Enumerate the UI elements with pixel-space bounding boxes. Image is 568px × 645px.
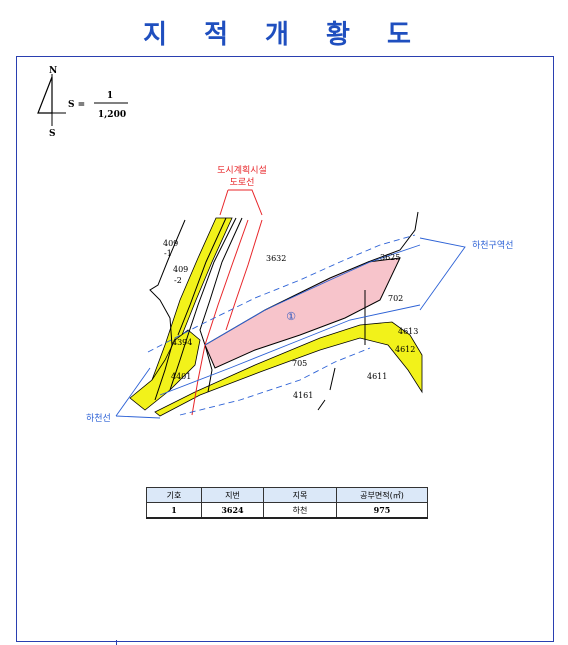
parcel-boundaries [149, 211, 419, 411]
road-boundary-lines [191, 189, 263, 416]
cell-land-category: 하천 [263, 502, 337, 519]
river-line-label: 하천선 [86, 413, 111, 424]
table-row: 1 3624 하천 975 [146, 502, 428, 519]
cell-lot-number: 3624 [201, 502, 264, 519]
north-arrow: N S [37, 66, 66, 139]
parcel-label: 4613 [398, 327, 418, 336]
river-band-lower [154, 321, 423, 417]
cell-area: 975 [336, 502, 428, 519]
parcel-label: 409 [163, 239, 178, 248]
parcel-1-area [204, 257, 401, 369]
table-header-row: 기호 지번 지목 공부면적(㎡) [146, 487, 428, 503]
river-zone-lines [115, 234, 466, 419]
scale-indicator: S = 1 1,200 [68, 91, 128, 120]
parcel-label: 3625 [380, 253, 400, 262]
page-title: 지 적 개 황 도 [143, 20, 425, 50]
col-header: 지번 [201, 487, 264, 503]
scale-numerator: 1 [107, 91, 113, 101]
drawing-frame [16, 56, 554, 642]
parcel-label: 4401 [171, 372, 191, 381]
col-header: 기호 [146, 487, 202, 503]
col-header: 공부면적(㎡) [336, 487, 428, 503]
parcel-label: 4612 [395, 345, 415, 354]
col-header: 지목 [263, 487, 337, 503]
road-line-label-2: 도로선 [230, 177, 255, 188]
parcel-table: 기호 지번 지목 공부면적(㎡) 1 3624 하천 975 [146, 487, 428, 519]
parcel-label: 4394 [172, 338, 192, 347]
south-label: S [49, 129, 56, 139]
parcel-label: 4161 [293, 391, 313, 400]
parcel-label: -2 [174, 276, 182, 285]
cell-symbol: 1 [146, 502, 202, 519]
north-label: N [49, 66, 57, 76]
scale-prefix: S = [68, 100, 85, 110]
parcel-label: 4611 [367, 372, 387, 381]
parcel-label: 3632 [266, 254, 286, 263]
scale-denominator: 1,200 [98, 110, 126, 120]
parcel-label: -1 [164, 249, 172, 258]
frame-tick [116, 640, 117, 645]
river-zone-label: 하천구역선 [472, 240, 513, 251]
parcel-label: 702 [388, 294, 403, 303]
parcel-label: 409 [173, 265, 188, 274]
parcel-label: 705 [292, 359, 307, 368]
road-line-label-1: 도시계획시설 [217, 164, 267, 176]
parcel-symbol: ① [286, 310, 296, 323]
parcel-label-group: 409 -1 409 -2 3632 3625 702 4613 4612 43… [163, 239, 418, 400]
